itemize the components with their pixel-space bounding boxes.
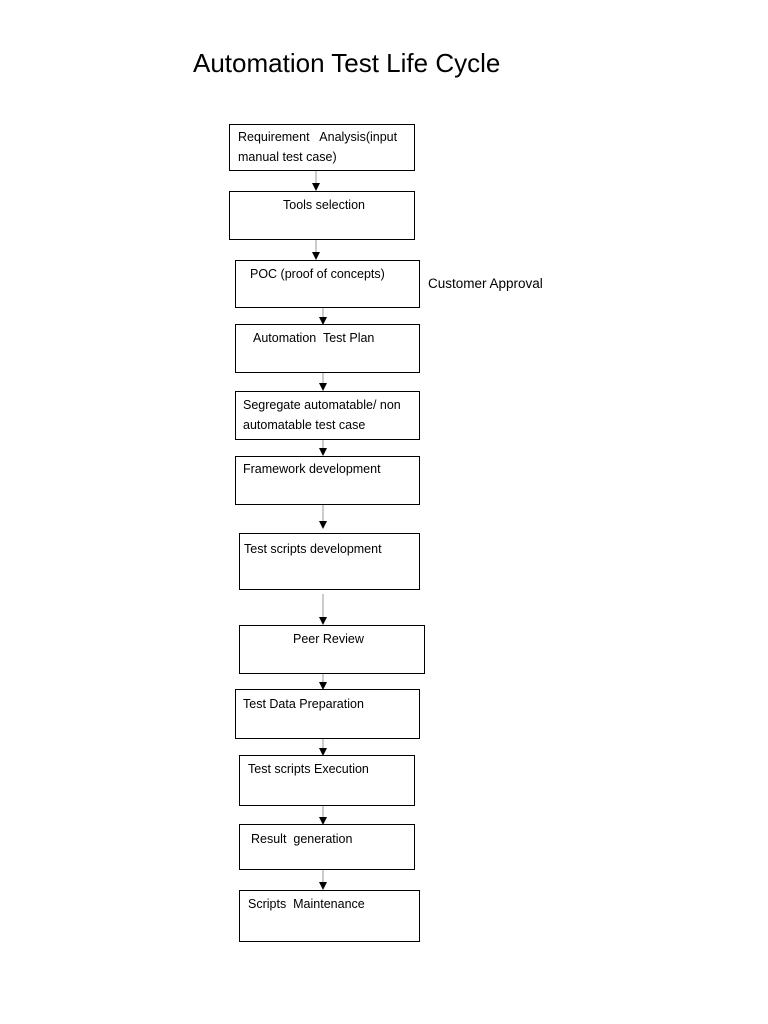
step-poc: POC (proof of concepts) bbox=[235, 260, 420, 308]
step-label: Segregate automatable/ non bbox=[243, 398, 401, 412]
arrow-head bbox=[319, 317, 327, 325]
step-label: Test scripts Execution bbox=[248, 762, 369, 776]
step-label: automatable test case bbox=[243, 418, 366, 432]
step-label: Test Data Preparation bbox=[243, 697, 364, 711]
step-label: POC (proof of concepts) bbox=[250, 267, 385, 281]
step-label: Automation Test Plan bbox=[253, 331, 375, 345]
step-label: manual test case) bbox=[238, 150, 337, 164]
step-label: Framework development bbox=[243, 462, 381, 476]
step-label: Result generation bbox=[251, 832, 353, 846]
arrow-head bbox=[319, 682, 327, 690]
step-test-scripts-execution: Test scripts Execution bbox=[239, 755, 415, 806]
step-label: Requirement Analysis(input bbox=[238, 130, 398, 144]
step-test-scripts-development: Test scripts development bbox=[239, 533, 420, 590]
step-label: Scripts Maintenance bbox=[248, 897, 365, 911]
step-framework-development: Framework development bbox=[235, 456, 420, 505]
step-segregate-test-cases: Segregate automatable/ non automatable t… bbox=[235, 391, 420, 440]
customer-approval-note: Customer Approval bbox=[428, 276, 543, 291]
step-test-data-preparation: Test Data Preparation bbox=[235, 689, 420, 739]
step-scripts-maintenance: Scripts Maintenance bbox=[239, 890, 420, 942]
arrow-head bbox=[312, 183, 320, 191]
arrow-head bbox=[319, 748, 327, 756]
step-label: Test scripts development bbox=[244, 542, 382, 556]
step-label: Peer Review bbox=[293, 632, 364, 646]
arrow-head bbox=[319, 817, 327, 825]
step-label: Tools selection bbox=[283, 198, 365, 212]
arrow-head bbox=[319, 521, 327, 529]
arrow-head bbox=[319, 383, 327, 391]
step-automation-test-plan: Automation Test Plan bbox=[235, 324, 420, 373]
arrow-head bbox=[319, 448, 327, 456]
arrow-head bbox=[312, 252, 320, 260]
step-requirement-analysis: Requirement Analysis(input manual test c… bbox=[229, 124, 415, 171]
step-result-generation: Result generation bbox=[239, 824, 415, 870]
arrow-head bbox=[319, 882, 327, 890]
step-tools-selection: Tools selection bbox=[229, 191, 415, 240]
step-peer-review: Peer Review bbox=[239, 625, 425, 674]
diagram-title: Automation Test Life Cycle bbox=[193, 48, 501, 78]
arrow-head bbox=[319, 617, 327, 625]
